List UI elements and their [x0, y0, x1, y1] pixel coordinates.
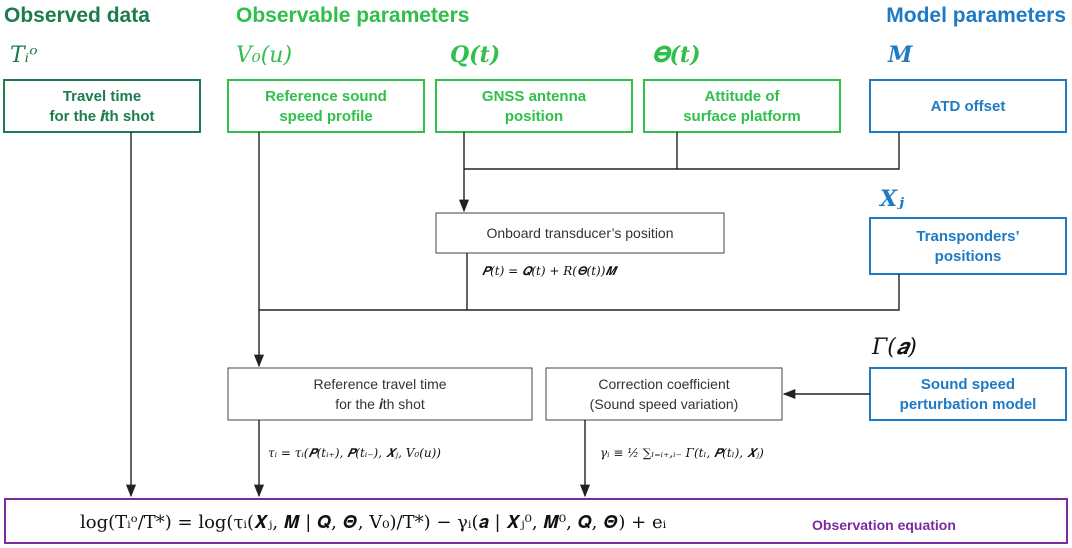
- line-transponders-to-join: [259, 274, 900, 311]
- symbol-sound-speed-profile: V₀(u): [236, 43, 292, 68]
- header-observable-parameters: Observable parameters: [236, 4, 469, 27]
- equation-tau: τᵢ = τᵢ(𝑷(tᵢ₊), 𝑷(tᵢ₋), 𝑿ⱼ, V₀(u)): [268, 446, 441, 460]
- header-observed-data: Observed data: [4, 4, 150, 27]
- box-perturbation-model-line2: perturbation model: [900, 396, 1037, 413]
- box-transponder-positions: Transponders’ positions: [869, 217, 1067, 275]
- observation-equation-box: log(Tᵢᵒ/T*) = log(τᵢ(𝑿ⱼ, 𝑴 | 𝑸, 𝜣, V₀)/T…: [4, 498, 1068, 544]
- box-attitude-line2: surface platform: [683, 108, 801, 125]
- equation-transducer-position: 𝑷(t) = 𝑸(t) + R(𝚯(t))𝑴: [482, 264, 618, 278]
- symbol-travel-time: Tᵢᵒ: [10, 43, 38, 68]
- box-correction-coefficient-line1: Correction coefficient: [598, 376, 729, 392]
- box-perturbation-model: Sound speed perturbation model: [869, 367, 1067, 421]
- symbol-antenna-position: 𝑸(t): [450, 42, 500, 68]
- symbol-perturbation-model: Γ(𝒂): [871, 335, 917, 360]
- box-antenna-position: GNSS antenna position: [435, 79, 633, 133]
- observation-equation-label: Observation equation: [812, 517, 956, 533]
- box-transponder-positions-line2: positions: [935, 248, 1002, 265]
- box-antenna-position-line2: position: [505, 108, 563, 125]
- observation-equation-formula: log(Tᵢᵒ/T*) = log(τᵢ(𝑿ⱼ, 𝑴 | 𝑸, 𝜣, V₀)/T…: [80, 512, 667, 533]
- box-transducer-position: Onboard transducer’s position: [435, 212, 725, 254]
- box-sound-speed-profile: Reference sound speed profile: [227, 79, 425, 133]
- box-sound-speed-profile-line1: Reference sound: [265, 88, 387, 105]
- line-atd-to-join: [464, 132, 900, 170]
- box-attitude: Attitude of surface platform: [643, 79, 841, 133]
- box-perturbation-model-line1: Sound speed: [921, 376, 1015, 393]
- box-reference-travel-time-line2: for the 𝒊th shot: [335, 396, 425, 412]
- box-travel-time-line1: Travel time: [63, 88, 141, 105]
- box-reference-travel-time: Reference travel time for the 𝒊th shot: [227, 367, 533, 421]
- box-attitude-line1: Attitude of: [705, 88, 781, 105]
- box-atd-offset: ATD offset: [869, 79, 1067, 133]
- box-reference-travel-time-line1: Reference travel time: [313, 376, 446, 392]
- box-correction-coefficient: Correction coefficient (Sound speed vari…: [545, 367, 783, 421]
- symbol-atd-offset: 𝑴: [887, 42, 913, 68]
- box-travel-time: Travel time for the 𝒊th shot: [3, 79, 201, 133]
- box-correction-coefficient-line2: (Sound speed variation): [590, 396, 739, 412]
- header-model-parameters: Model parameters: [886, 4, 1066, 27]
- symbol-attitude: 𝚯(t): [652, 42, 701, 68]
- box-transducer-position-line1: Onboard transducer’s position: [486, 225, 673, 241]
- symbol-transponder-positions: 𝑿ⱼ: [878, 186, 904, 212]
- connectors: [125, 132, 900, 498]
- box-atd-offset-line1: ATD offset: [931, 98, 1006, 115]
- equation-gamma: γᵢ ≡ ½ ∑ₗ₌ᵢ₊,ᵢ₋ Γ(tₗ, 𝑷(tₗ), 𝑿ⱼ): [600, 446, 764, 460]
- box-antenna-position-line1: GNSS antenna: [482, 88, 587, 105]
- box-transponder-positions-line1: Transponders’: [916, 228, 1019, 245]
- box-sound-speed-profile-line2: speed profile: [279, 108, 372, 125]
- box-travel-time-line2: for the 𝒊th shot: [49, 108, 154, 125]
